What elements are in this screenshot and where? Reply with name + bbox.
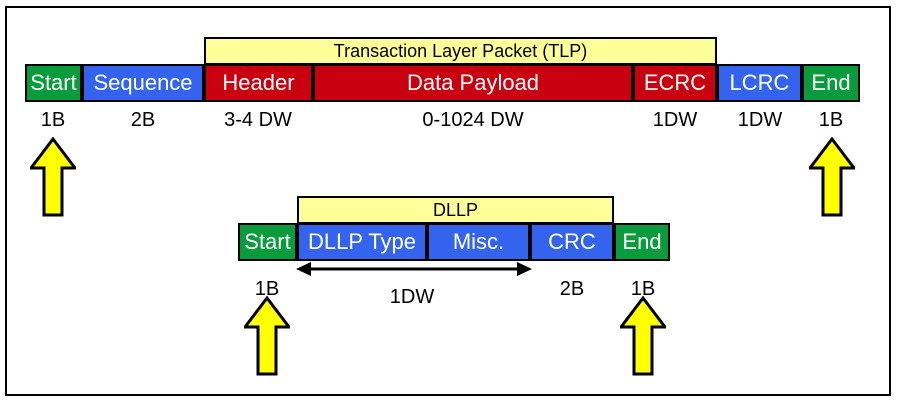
tlp-size-label-start: 1B: [40, 109, 66, 131]
dllp-segment-dllp-type: DLLP Type: [297, 223, 427, 261]
dllp-segment-crc: CRC: [530, 223, 614, 261]
dllp-size-label-crc: 2B: [559, 278, 585, 300]
tlp-size-label-ecrc: 1DW: [652, 109, 698, 131]
segment-label: ECRC: [643, 70, 707, 95]
dllp-segment-start: Start: [238, 223, 297, 261]
tlp-size-label-sequence: 2B: [130, 109, 156, 131]
tlp-segment-data-payload: Data Payload: [313, 64, 633, 102]
tlp-segment-sequence: Sequence: [82, 64, 204, 102]
segment-label: Start: [244, 229, 291, 254]
up-arrow-icon: [620, 296, 666, 376]
double-headed-arrow-icon: [296, 262, 532, 276]
segment-label: CRC: [548, 229, 596, 254]
up-arrow-icon: [809, 137, 855, 217]
tlp-segment-end: End: [802, 64, 860, 102]
segment-label: Sequence: [93, 70, 193, 95]
up-arrow-icon: [244, 296, 290, 376]
up-arrow-icon: [30, 137, 76, 217]
dllp-group-label-bar: DLLP: [297, 196, 614, 224]
segment-label: End: [811, 70, 851, 95]
tlp-segment-start: Start: [25, 64, 82, 102]
dllp-segment-misc: Misc.: [427, 223, 530, 261]
tlp-segment-ecrc: ECRC: [633, 64, 717, 102]
dllp-group-label: DLLP: [432, 199, 479, 220]
tlp-size-label-header: 3-4 DW: [224, 109, 292, 131]
outer-border: [5, 6, 891, 396]
tlp-segment-lcrc: LCRC: [717, 64, 802, 102]
tlp-size-label-data-payload: 0-1024 DW: [422, 109, 524, 131]
tlp-segment-header: Header: [204, 64, 313, 102]
segment-label: Misc.: [452, 229, 505, 254]
tlp-size-label-lcrc: 1DW: [737, 109, 783, 131]
tlp-group-label: Transaction Layer Packet (TLP): [333, 40, 588, 61]
dllp-segment-end: End: [614, 223, 670, 261]
tlp-size-label-end: 1B: [818, 109, 844, 131]
dllp-size-label-start: 1B: [254, 278, 280, 300]
dllp-size-label-end: 1B: [630, 278, 656, 300]
segment-label: Header: [222, 70, 295, 95]
segment-label: End: [622, 229, 662, 254]
dllp-span-label: 1DW: [389, 286, 435, 308]
tlp-group-label-bar: Transaction Layer Packet (TLP): [204, 37, 717, 65]
segment-label: DLLP Type: [307, 229, 417, 254]
segment-label: Data Payload: [406, 70, 540, 95]
segment-label: LCRC: [729, 70, 790, 95]
segment-label: Start: [30, 70, 77, 95]
